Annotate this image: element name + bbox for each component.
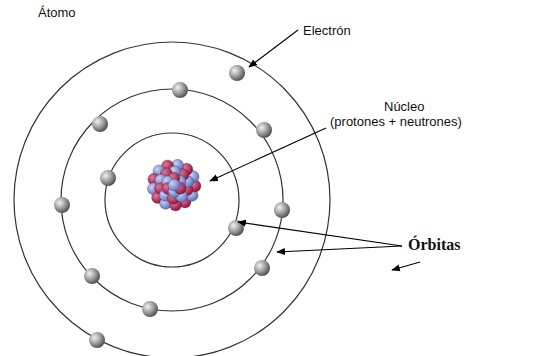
electron: [254, 260, 270, 276]
part-label: Núcleo: [384, 100, 424, 115]
electron: [100, 170, 116, 186]
electron: [92, 116, 108, 132]
electron: [142, 301, 158, 317]
diagram-title: Átomo: [38, 6, 76, 21]
electron: [229, 65, 245, 81]
leader-lines: [210, 30, 420, 270]
part-label: Electrón: [303, 24, 351, 39]
electron: [89, 332, 105, 348]
part-label: (protones + neutrones): [330, 115, 462, 130]
electron: [84, 268, 100, 284]
nucleus: [147, 159, 201, 211]
electrons: [54, 65, 290, 348]
electron: [172, 82, 188, 98]
electron: [256, 122, 272, 138]
electron: [54, 197, 70, 213]
electron: [274, 202, 290, 218]
orbit-rings: [14, 42, 330, 356]
part-label: Órbitas: [408, 236, 460, 254]
neutron: [168, 179, 180, 191]
